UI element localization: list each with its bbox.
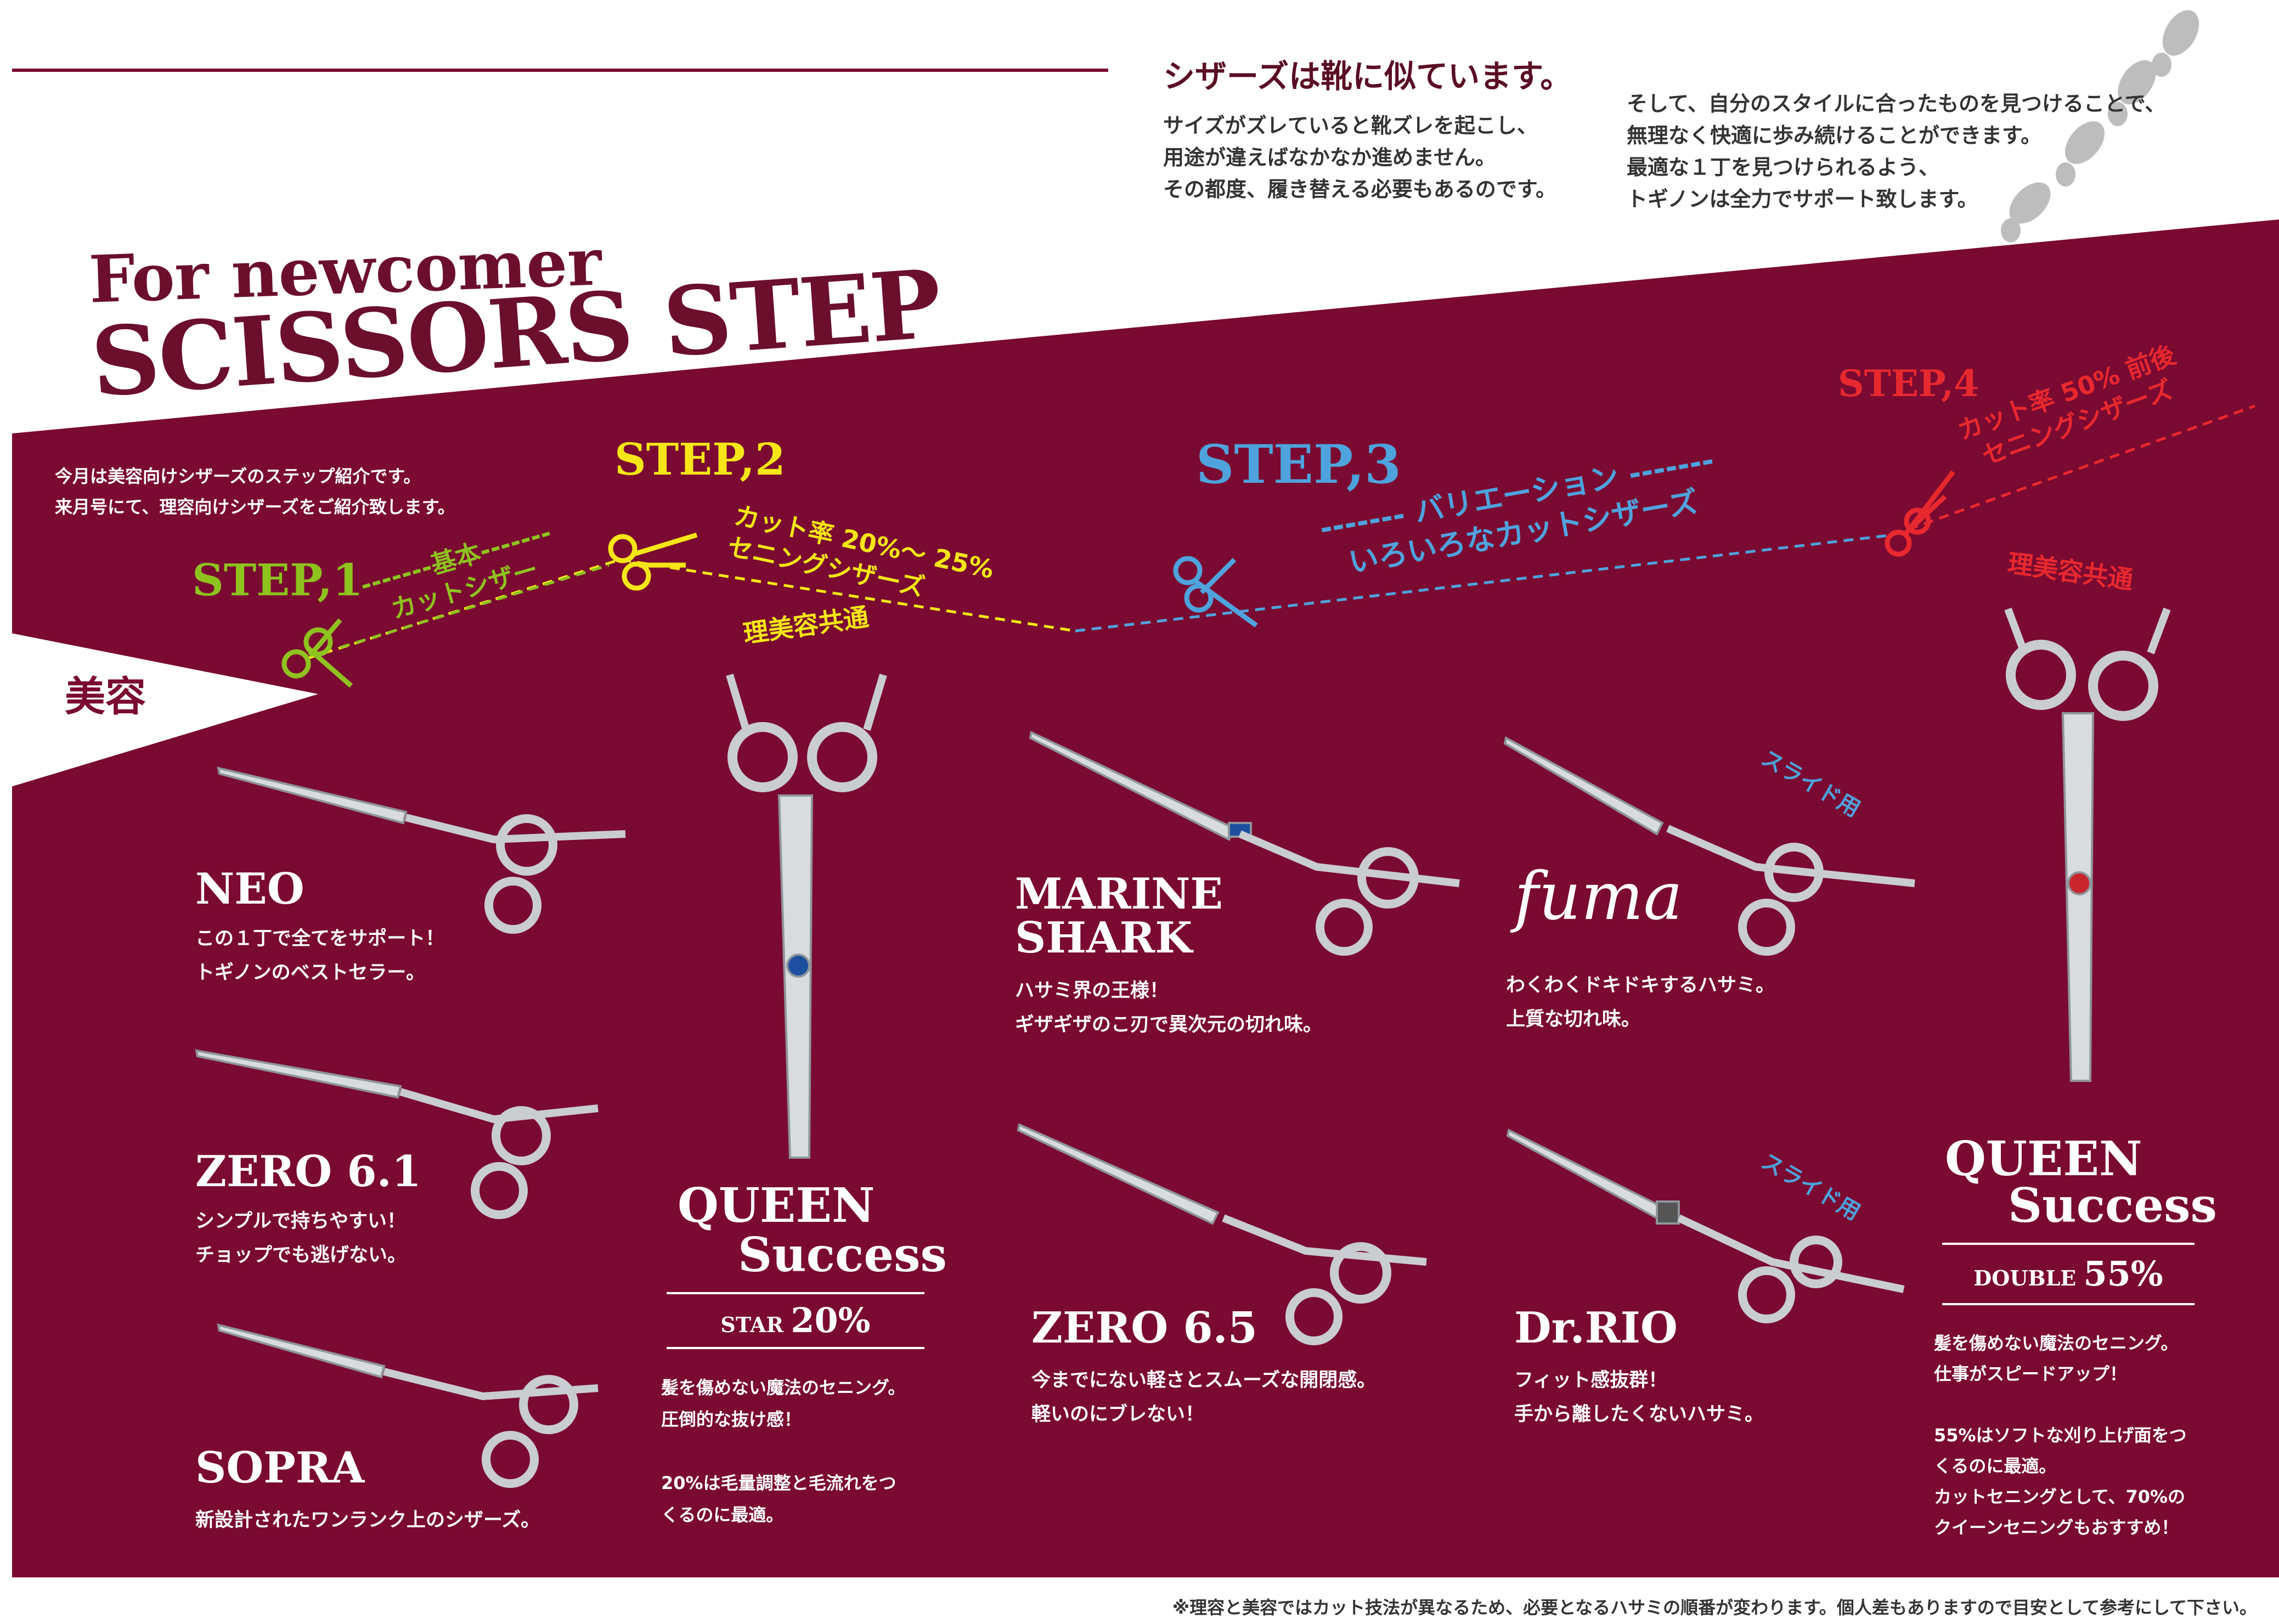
queen-star-desc: 髪を傷めない魔法のセニング。 圧倒的な抜け感！ 20%は毛量調整と毛流れをつ く… xyxy=(661,1377,906,1525)
neo-scissors-image xyxy=(217,766,626,934)
step2-label: STEP,2 xyxy=(614,433,786,485)
intro-right-copy: そして、自分のスタイルに合ったものを見つけることで、 無理なく快適に歩み続けるこ… xyxy=(1627,92,2166,211)
queen-double-line2: Success xyxy=(2008,1178,2217,1233)
step-path-green xyxy=(340,563,610,649)
step1-label: STEP,1 xyxy=(192,554,363,606)
queen-double-scissors-image xyxy=(2004,607,2171,1082)
step-scissors-icons xyxy=(281,470,1955,688)
fuma-name: fuma xyxy=(1514,859,1683,935)
queen-double-desc: 髪を傷めない魔法のセニング。 仕事がスピードアップ！ 55%はソフトな刈り上げ面… xyxy=(1934,1333,2187,1538)
step4-scissors-icon xyxy=(1885,470,1955,557)
queen-star-rule-top xyxy=(667,1292,924,1294)
fuma-scissors-image xyxy=(1503,736,1915,956)
marine-shark-desc: ハサミ界の王様！ ギザギザのこ刃で異次元の切れ味。 xyxy=(1015,980,1323,1036)
intro-title: シザーズは靴に似ています。 xyxy=(1163,58,1572,95)
queen-double-rule-top xyxy=(1942,1243,2195,1245)
sopra-desc: 新設計されたワンランク上のシザーズ。 xyxy=(195,1509,540,1531)
step3-scissors-icon xyxy=(1173,556,1258,628)
step2-scissors-icon xyxy=(608,532,698,591)
zero61-scissors-image xyxy=(195,1049,599,1219)
sopra-scissors-image xyxy=(217,1323,599,1488)
lead-text: 今月は美容向けシザーズのステップ紹介です。 来月号にて、理容向けシザーズをご紹介… xyxy=(55,466,455,517)
footnote: ※理容と美容ではカット技法が異なるため、必要となるハサミの順番が変わります。個人… xyxy=(1172,1597,2257,1618)
queen-double-subtitle: DOUBLE 55% xyxy=(1973,1254,2163,1294)
step3-label: STEP,3 xyxy=(1196,433,1401,495)
zero65-desc: 今までにない軽さとスムーズな開閉感。 軽いのにブレない！ xyxy=(1031,1369,1377,1425)
queen-double-line1: QUEEN xyxy=(1945,1131,2142,1187)
footprints-icon xyxy=(2001,10,2199,243)
zero61-name: ZERO 6.1 xyxy=(195,1147,422,1197)
step-path-blue xyxy=(1075,533,1893,633)
fuma-desc: わくわくドキドキするハサミ。 上質な切れ味。 xyxy=(1506,974,1775,1030)
sopra-name: SOPRA xyxy=(195,1443,365,1493)
neo-desc: この１丁で全てをサポート！ トギノンのベストセラー。 xyxy=(195,928,445,984)
queen-star-line2: Success xyxy=(738,1227,947,1283)
zero65-scissors-image xyxy=(1017,1123,1427,1345)
drrio-name: Dr.RIO xyxy=(1514,1303,1678,1353)
step4-label: STEP,4 xyxy=(1838,362,1979,405)
queen-double-rule-bottom xyxy=(1942,1303,2195,1305)
drrio-desc: フィット感抜群！ 手から離したくないハサミ。 xyxy=(1514,1369,1764,1425)
queen-star-rule-bottom xyxy=(667,1347,924,1349)
product-scissors-art xyxy=(195,607,2171,1488)
zero65-name: ZERO 6.5 xyxy=(1031,1303,1258,1353)
step1-scissors-icon xyxy=(281,618,353,688)
queen-star-subtitle: STAR 20% xyxy=(720,1300,871,1340)
queen-star-line1: QUEEN xyxy=(678,1178,875,1233)
marine-shark-name: MARINE SHARK xyxy=(1015,869,1223,963)
queen-star-scissors-image xyxy=(726,673,887,1159)
step-path-yellow xyxy=(307,558,1076,660)
zero61-desc: シンプルで持ちやすい！ チョップでも逃げない。 xyxy=(195,1210,407,1266)
neo-name: NEO xyxy=(195,864,304,914)
pennant-shape xyxy=(0,631,318,790)
pennant-label: 美容 xyxy=(65,673,146,720)
drrio-scissors-image xyxy=(1506,1129,1905,1323)
intro-left-copy: サイズがズレていると靴ズレを起こし、 用途が違えばなかなか進めません。 その都度… xyxy=(1163,114,1557,201)
step-path-red xyxy=(1892,404,2255,537)
marine-shark-scissors-image xyxy=(1029,731,1460,956)
